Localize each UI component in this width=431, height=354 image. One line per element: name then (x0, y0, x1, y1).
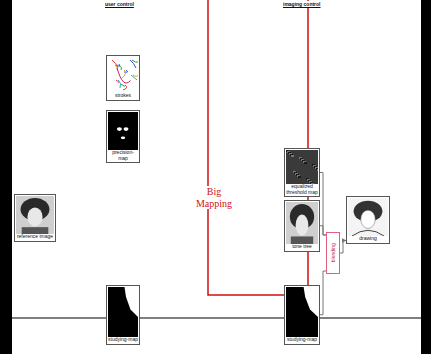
map-noise (286, 150, 289, 152)
stroke-mark (132, 60, 138, 62)
mask-spot (117, 127, 122, 131)
stroke-mark (117, 64, 120, 66)
shoulders (291, 236, 313, 244)
map-noise (315, 167, 318, 169)
map-noise (290, 154, 293, 156)
map-noise (303, 161, 306, 163)
map-noise (314, 166, 317, 168)
mask-region (125, 287, 139, 317)
map-noise (307, 179, 310, 181)
blending-box: blending (326, 232, 340, 274)
node-label: reference image (16, 234, 54, 240)
image-box: tone tree (284, 200, 320, 252)
map-noise (313, 165, 316, 167)
horizontal-rule (0, 317, 431, 318)
stroke-mark (118, 80, 121, 88)
map-noise (300, 158, 303, 160)
map-noise (316, 168, 318, 170)
face (361, 210, 375, 228)
face-outline (117, 68, 131, 83)
image-box: studying-map (106, 285, 140, 345)
map-noise (297, 175, 300, 177)
stroke-mark (121, 84, 125, 86)
map-noise (299, 157, 302, 159)
stroke-mark (133, 74, 138, 76)
image-box: drawing (346, 196, 390, 244)
thumbnail (108, 112, 138, 150)
paper (108, 57, 138, 93)
node-label: drawing (348, 236, 388, 242)
map-noise (306, 178, 309, 180)
image-box: strokes (106, 55, 140, 101)
map-noise (296, 174, 299, 176)
mask-spot (124, 127, 129, 131)
thumbnail (16, 196, 54, 234)
map-noise (308, 180, 311, 182)
black-border (0, 0, 12, 354)
map-noise (293, 171, 296, 173)
map-noise (287, 151, 290, 153)
map-noise (289, 153, 292, 155)
mask-region (304, 287, 318, 317)
section-heading: imaging control (282, 1, 322, 7)
photo-ground (16, 196, 54, 234)
thumbnail (108, 57, 138, 93)
thumbnail (286, 150, 318, 184)
face (296, 215, 309, 236)
map-noise (294, 172, 297, 174)
shoulders (22, 227, 49, 234)
thumbnail (286, 287, 318, 337)
node-label: strokes (108, 93, 138, 99)
annotation-text: Big Mapping (192, 186, 236, 209)
node-label: blending (330, 244, 336, 263)
mask-ground (108, 112, 138, 150)
thumbnail (108, 287, 138, 337)
map-noise (291, 155, 294, 157)
map-noise (304, 162, 307, 164)
connector (320, 271, 326, 315)
map-noise (302, 160, 305, 162)
mask-ground (286, 287, 318, 337)
section-heading: user control (104, 1, 135, 7)
stroke-mark (116, 80, 119, 82)
face (27, 207, 42, 226)
node-label: studying-map (108, 337, 138, 343)
connector (320, 173, 326, 236)
thumbnail (286, 202, 318, 244)
node-label: precision-map (108, 150, 138, 161)
paper (348, 198, 388, 236)
map-ground (286, 150, 318, 184)
map-noise (288, 152, 291, 154)
mask-spot (121, 136, 125, 139)
node-label: studying-map (286, 337, 318, 343)
image-box: equalized threshold map (284, 148, 320, 197)
photo-ground (286, 202, 318, 244)
black-border (421, 0, 431, 354)
stroke-mark (131, 75, 137, 80)
image-box: studying-map (284, 285, 320, 345)
map-noise (312, 164, 315, 166)
mask-ground (108, 287, 138, 337)
stroke-mark (122, 70, 126, 78)
map-noise (295, 173, 298, 175)
map-noise (298, 176, 301, 178)
stroke-mark (130, 60, 136, 68)
map-noise (317, 169, 318, 171)
map-noise (301, 159, 304, 161)
node-label: equalized threshold map (286, 184, 318, 195)
image-box: precision-map (106, 110, 140, 163)
node-label: tone tree (286, 244, 318, 250)
image-box: reference image (14, 194, 56, 242)
thumbnail (348, 198, 388, 236)
map-noise (309, 181, 312, 183)
